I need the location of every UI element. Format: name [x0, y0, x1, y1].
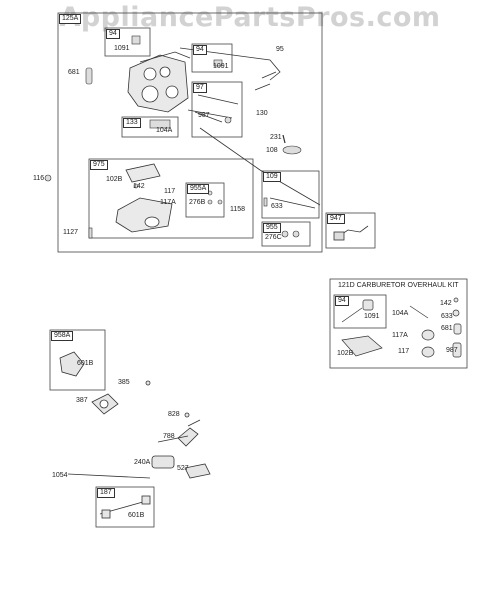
part-828-label: 828 — [168, 411, 180, 418]
part-116-label: 116 — [33, 175, 45, 182]
frame-94k — [333, 294, 387, 329]
frame-187 — [95, 486, 155, 528]
part-681-label: 681 — [68, 69, 80, 76]
part-788-label: 788 — [163, 433, 175, 440]
part-231-label: 231 — [270, 134, 282, 141]
group-187-tag: 187 — [97, 488, 115, 498]
part-385-label: 385 — [118, 379, 130, 386]
kit-parts — [341, 297, 462, 358]
part-108-label: 108 — [266, 147, 278, 154]
group-133-tag: 133 — [123, 118, 141, 128]
part-527-label: 527 — [177, 465, 189, 472]
group-97-tag: 97 — [193, 83, 207, 93]
kit-part-681-label: 681 — [441, 325, 453, 332]
carburetor-body — [127, 51, 191, 113]
part-1091-label-b: 1091 — [213, 63, 229, 70]
part-987-label: 987 — [198, 112, 210, 119]
group-947-tag: 947 — [327, 214, 345, 224]
kit-part-1091-label: 1091 — [364, 313, 380, 320]
kit-part-117-label: 117 — [398, 348, 410, 355]
fasteners — [44, 35, 302, 239]
group-958a-tag: 958A — [51, 331, 74, 341]
group-955a-tag: 955A — [187, 184, 210, 194]
float-bowl — [115, 163, 173, 233]
frame-133 — [121, 116, 179, 138]
part-117a-label: 117A — [160, 199, 176, 206]
kit-part-117a-label: 117A — [392, 332, 408, 339]
frame-94b — [191, 43, 233, 73]
part-95-label: 95 — [276, 46, 284, 53]
group-975-tag: 975 — [90, 160, 108, 170]
part-1091-label: 1091 — [114, 45, 130, 52]
kit-part-104a-label: 104A — [392, 310, 409, 317]
group-109-tag: 109 — [263, 172, 281, 182]
part-601b-label: 601B — [77, 360, 94, 367]
frame-94a — [104, 27, 151, 57]
kit-group-94-tag: 94 — [335, 296, 349, 306]
kit-part-102b-label: 102B — [337, 350, 354, 357]
kit-part-633-label: 633 — [441, 313, 453, 320]
part-601b-label-b: 601B — [128, 512, 145, 519]
part-276c-label: 276C — [265, 234, 282, 241]
frame-975 — [88, 158, 254, 239]
kit-part-142-label: 142 — [440, 300, 452, 307]
kit-title: 121D CARBURETOR OVERHAUL KIT — [338, 282, 459, 289]
part-102b-label: 102B — [106, 176, 123, 183]
part-104a-label: 104A — [156, 127, 173, 134]
frame-kit — [329, 278, 468, 369]
frame-109 — [261, 170, 320, 219]
group-94a-tag: 94 — [106, 29, 120, 39]
group-125a-tag: 125A — [59, 14, 82, 24]
frame-955a — [185, 182, 225, 218]
part-130-label: 130 — [256, 110, 268, 117]
part-240a-label: 240A — [134, 459, 151, 466]
part-387-label: 387 — [76, 397, 88, 404]
kit-part-987-label: 987 — [446, 347, 458, 354]
part-1054-label: 1054 — [52, 472, 68, 479]
part-1127-label: 1127 — [63, 229, 79, 236]
frame-958a — [49, 329, 106, 391]
part-142-label: 142 — [133, 183, 145, 190]
group-955-tag: 955 — [263, 223, 281, 233]
part-276b-label: 276B — [189, 199, 206, 206]
lower-parts — [59, 351, 211, 519]
solenoid-wire — [333, 225, 369, 241]
part-633-label: 633 — [271, 203, 283, 210]
part-1158-label: 1158 — [230, 206, 246, 213]
linkage-parts — [179, 47, 321, 209]
group-94b-tag: 94 — [193, 45, 207, 55]
frame-955 — [261, 221, 311, 247]
frame-947 — [325, 212, 376, 249]
part-117-label: 117 — [164, 188, 176, 195]
main-frame — [57, 12, 323, 253]
frame-97 — [191, 81, 243, 138]
